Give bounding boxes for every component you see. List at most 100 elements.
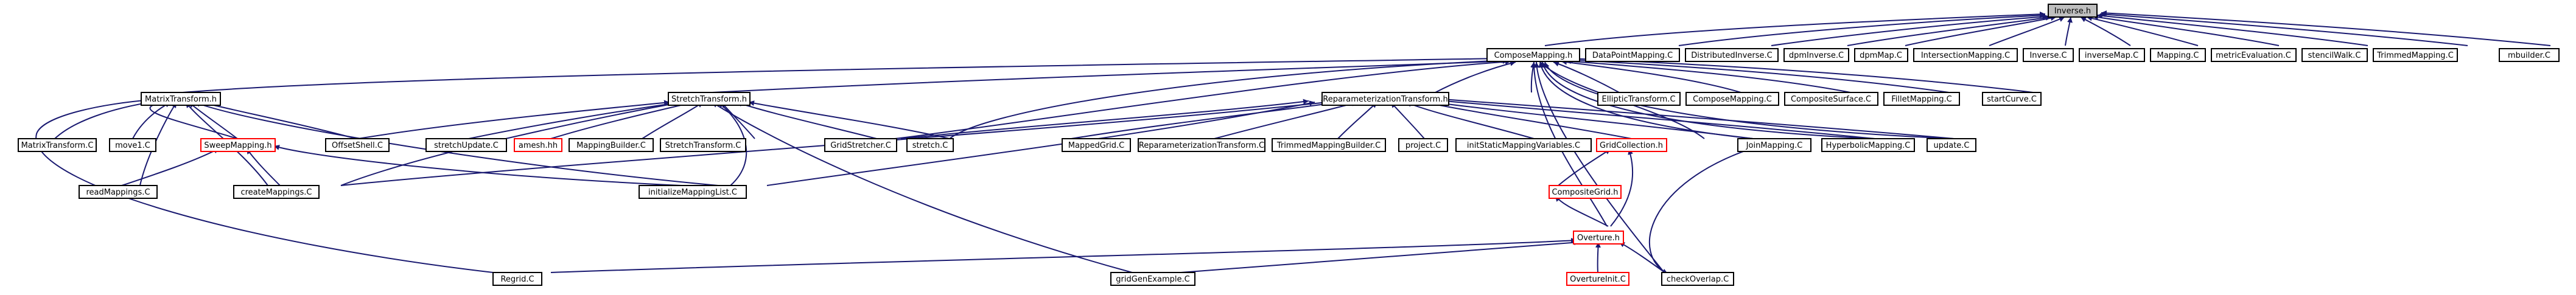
node-matrixtransform-c[interactable]: MatrixTransform.C [18, 138, 97, 152]
node-initstaticmappingvariables-c[interactable]: initStaticMappingVariables.C [1455, 138, 1592, 152]
edge [1541, 61, 1875, 139]
node-trimmedmappingbuilder-c[interactable]: TrimmedMappingBuilder.C [1272, 138, 1386, 152]
node-regrid-c[interactable]: Regrid.C [492, 272, 542, 286]
node-composemapping-c[interactable]: ComposeMapping.C [1685, 92, 1779, 106]
node-inversemap-c[interactable]: inverseMap.C [2079, 48, 2145, 62]
node-reparameterizationtransform-h[interactable]: ReparameterizationTransform.h [1321, 92, 1449, 106]
node-stencilwalk-c[interactable]: stencilWalk.C [2301, 48, 2368, 62]
node-label: StretchTransform.h [671, 95, 747, 104]
node-label: stencilWalk.C [2308, 51, 2361, 60]
edge [2065, 16, 2073, 46]
edge [340, 100, 682, 186]
node-elliptictransform-c[interactable]: EllipticTransform.C [1597, 92, 1681, 106]
edge [949, 57, 1508, 139]
node-compositegrid-h[interactable]: CompositeGrid.h [1549, 185, 1622, 199]
edge [1619, 241, 1665, 273]
node-amesh-hh[interactable]: amesh.hh [514, 138, 562, 152]
edge [246, 148, 281, 186]
node-hyperbolicmapping-c[interactable]: HyperbolicMapping.C [1821, 138, 1915, 152]
node-createmappings-c[interactable]: createMappings.C [233, 185, 320, 199]
edge [1424, 99, 1754, 139]
node-distributedinverse-c[interactable]: DistributedInverse.C [1685, 48, 1779, 62]
node-label: FilletMapping.C [1891, 95, 1951, 104]
node-compositesurface-c[interactable]: CompositeSurface.C [1784, 92, 1878, 106]
edge [748, 100, 950, 139]
node-label: metricEvaluation.C [2216, 51, 2291, 60]
node-gridgenexample-c[interactable]: gridGenExample.C [1110, 272, 1195, 286]
node-offsetshell-c[interactable]: OffsetShell.C [325, 138, 390, 152]
node-mapping-c[interactable]: Mapping.C [2150, 48, 2206, 62]
edge [357, 100, 670, 139]
edge [2099, 12, 2468, 46]
node-mbuilder-c[interactable]: mbuilder.C [2499, 48, 2560, 62]
node-mappedgrid-c[interactable]: MappedGrid.C [1062, 138, 1131, 152]
node-project-c[interactable]: project.C [1398, 138, 1448, 152]
edge [712, 58, 1509, 93]
node-filletmapping-c[interactable]: FilletMapping.C [1883, 92, 1960, 106]
edge [1071, 100, 1340, 139]
node-initializemappinglist-c[interactable]: initializeMappingList.C [639, 185, 747, 199]
node-checkoverlap-c[interactable]: checkOverlap.C [1661, 272, 1734, 286]
edge [1544, 11, 2046, 46]
node-label: checkOverlap.C [1667, 275, 1729, 284]
edge [1565, 58, 1851, 93]
node-dpmmap-c[interactable]: dpmMap.C [1854, 48, 1908, 62]
node-label: DistributedInverse.C [1691, 51, 1772, 60]
node-inverse-h[interactable]: Inverse.h [2048, 4, 2098, 18]
node-mappingbuilder-c[interactable]: MappingBuilder.C [569, 138, 654, 152]
edge [273, 145, 682, 186]
node-overture-h[interactable]: Overture.h [1573, 231, 1624, 245]
node-metricevaluation-c[interactable]: metricEvaluation.C [2211, 48, 2297, 62]
edge [121, 148, 220, 186]
edge [736, 101, 877, 139]
node-stretchtransform-c[interactable]: StretchTransform.C [660, 138, 746, 152]
node-gridcollection-h[interactable]: GridCollection.h [1596, 138, 1667, 152]
edge [54, 99, 159, 139]
node-gridstretcher-c[interactable]: GridStretcher.C [824, 138, 897, 152]
node-update-c[interactable]: update.C [1927, 138, 1976, 152]
node-dpminverse-c[interactable]: dpmInverse.C [1783, 48, 1849, 62]
edge [1433, 96, 1955, 139]
node-label: SweepMapping.h [204, 141, 271, 150]
edge [2101, 10, 2551, 46]
edge [550, 237, 1577, 273]
node-composemapping-h[interactable]: ComposeMapping.h [1486, 48, 1580, 62]
node-stretchtransform-h[interactable]: StretchTransform.h [668, 92, 751, 106]
node-label: dpmMap.C [1860, 51, 1902, 60]
edge [2086, 15, 2199, 46]
node-label: GridStretcher.C [830, 141, 891, 150]
node-inverse-c[interactable]: Inverse.C [2023, 48, 2074, 62]
node-label: CompositeGrid.h [1552, 188, 1618, 197]
node-matrixtransform-h[interactable]: MatrixTransform.h [141, 92, 221, 106]
node-sweepmapping-h[interactable]: SweepMapping.h [200, 138, 276, 152]
node-label: TrimmedMapping.C [2376, 51, 2454, 60]
node-startcurve-c[interactable]: startCurve.C [1982, 92, 2042, 106]
edge [1847, 15, 2052, 46]
edge [2096, 13, 2368, 46]
node-stretchupdate-c[interactable]: stretchUpdate.C [425, 138, 507, 152]
node-trimmedmapping-c[interactable]: TrimmedMapping.C [2373, 48, 2458, 62]
edge [35, 97, 494, 273]
node-label: ReparameterizationTransform.C [1139, 141, 1264, 150]
edge [1610, 148, 1633, 227]
edges [35, 10, 2551, 274]
edge [1405, 102, 1535, 139]
edge [1538, 61, 1754, 139]
edge [182, 55, 1504, 93]
node-stretch-c[interactable]: stretch.C [906, 138, 954, 152]
node-label: Inverse.C [2029, 51, 2067, 60]
node-label: Regrid.C [500, 275, 534, 284]
node-datapointmapping-c[interactable]: DataPointMapping.C [1585, 48, 1680, 62]
node-label: project.C [1405, 141, 1441, 150]
node-label: MappingBuilder.C [576, 141, 646, 150]
node-label: TrimmedMappingBuilder.C [1276, 141, 1381, 150]
node-intersectionmapping-c[interactable]: IntersectionMapping.C [1913, 48, 2018, 62]
node-readmappings-c[interactable]: readMappings.C [79, 185, 158, 199]
node-move1-c[interactable]: move1.C [109, 138, 156, 152]
edge [1558, 148, 1611, 186]
edge [1771, 14, 2049, 46]
edge [132, 102, 171, 139]
node-reparameterizationtransform-c[interactable]: ReparameterizationTransform.C [1138, 138, 1265, 152]
node-joinmapping-c[interactable]: JoinMapping.C [1737, 138, 1811, 152]
node-overtureinit-c[interactable]: OvertureInit.C [1566, 272, 1629, 286]
